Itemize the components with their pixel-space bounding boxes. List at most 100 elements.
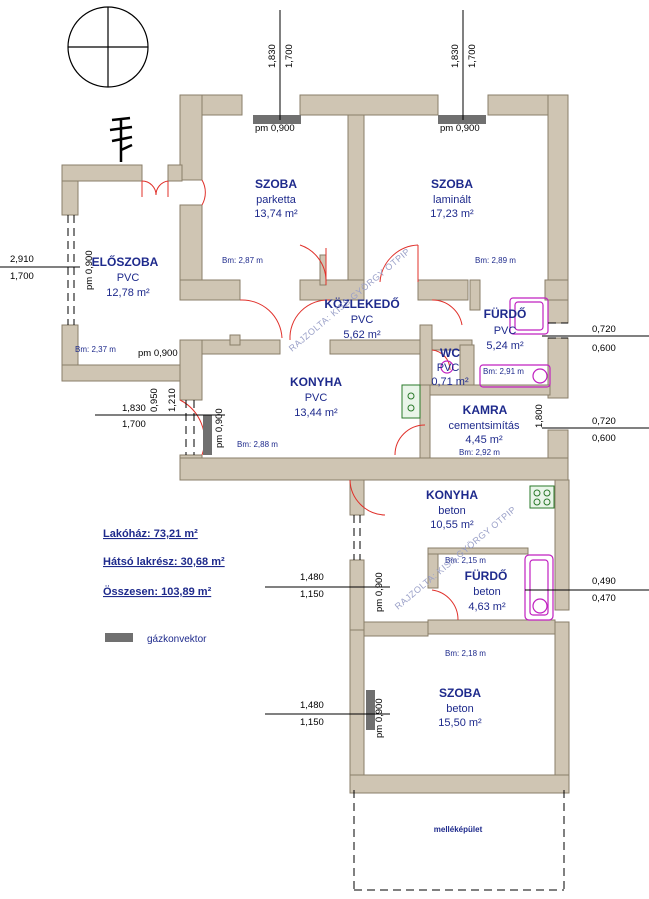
- room-height: Bm: 2,92 m: [459, 448, 500, 457]
- room-material: PVC: [305, 392, 328, 404]
- room-szoba1: SZOBA parketta 13,74 m² Bm: 2,87 m: [222, 177, 298, 265]
- stove-icon: [401, 384, 421, 419]
- room-area: 5,62 m²: [343, 329, 381, 341]
- room-konyha2: KONYHA beton 10,55 m²: [426, 488, 478, 531]
- room-material: PVC: [437, 362, 460, 374]
- room-area: 5,24 m²: [486, 340, 524, 352]
- pm-eloszoba: pm 0,900: [84, 250, 95, 290]
- room-name: ELŐSZOBA: [92, 254, 159, 269]
- dim-kamra-top: 0,720: [592, 416, 616, 427]
- bathtub-icon: [479, 364, 551, 388]
- room-name: KONYHA: [426, 488, 478, 502]
- dim-furdo1-top: 0,720: [592, 324, 616, 335]
- room-material: parketta: [256, 194, 297, 206]
- room-height: Bm: 2,37 m: [75, 345, 116, 354]
- room-area: 0,71 m²: [431, 376, 469, 388]
- pm-eloszoba-lower: pm 0,900: [138, 348, 178, 359]
- room-kamra: KAMRA cementsimítás 4,45 m² Bm: 2,92 m: [449, 403, 520, 457]
- legend-swatch: [105, 633, 133, 642]
- dim-szoba2-bottom: 1,700: [467, 44, 478, 68]
- toilet-icon: [440, 360, 454, 374]
- room-eloszoba: ELŐSZOBA PVC 12,78 m² Bm: 2,37 m: [75, 254, 159, 354]
- dim-szoba3-top: 1,480: [300, 700, 324, 711]
- summary-lakohaz: Lakóház: 73,21 m²: [103, 528, 198, 540]
- room-area: 13,74 m²: [254, 208, 298, 220]
- room-material: PVC: [494, 325, 517, 337]
- pm-konyha2: pm 0,900: [374, 572, 385, 612]
- dim-konyha1-v1: 0,950: [149, 388, 160, 412]
- room-konyha1: KONYHA PVC 13,44 m² Bm: 2,88 m: [237, 375, 342, 449]
- room-name: FÜRDŐ: [484, 306, 527, 321]
- dim-kamra-v: 1,800: [534, 404, 545, 428]
- gas-convectors: [203, 115, 486, 730]
- room-height: Bm: 2,87 m: [222, 256, 263, 265]
- room-area: 4,63 m²: [468, 601, 506, 613]
- pm-konyha1: pm 0,900: [214, 408, 225, 448]
- summary-osszesen: Összesen: 103,89 m²: [103, 585, 212, 598]
- room-material: laminált: [433, 194, 471, 206]
- room-name: KONYHA: [290, 375, 342, 389]
- dim-furdo2-top: 0,490: [592, 576, 616, 587]
- room-material: cementsimítás: [449, 420, 520, 432]
- room-height: Bm: 2,18 m: [445, 649, 486, 658]
- room-material: PVC: [117, 272, 140, 284]
- room-szoba3: Bm: 2,18 m SZOBA beton 15,50 m²: [438, 649, 486, 729]
- room-material: beton: [473, 586, 501, 598]
- annex-label: melléképület: [434, 825, 483, 834]
- stove-icon-2: [529, 485, 555, 509]
- dim-konyha1-top: 1,830: [122, 403, 146, 414]
- dim-szoba3-bottom: 1,150: [300, 717, 324, 728]
- room-area: 10,55 m²: [430, 519, 474, 531]
- room-height: Bm: 2,15 m: [445, 556, 486, 565]
- room-material: beton: [446, 703, 474, 715]
- room-area: 13,44 m²: [294, 407, 338, 419]
- pm-szoba2: pm 0,900: [440, 123, 480, 134]
- dim-szoba2-top: 1,830: [450, 44, 461, 68]
- room-name: WC: [440, 346, 460, 360]
- room-height: Bm: 2,91 m: [483, 367, 524, 376]
- room-name: FÜRDŐ: [465, 568, 508, 583]
- room-furdo1: FÜRDŐ PVC 5,24 m² Bm: 2,91 m: [483, 306, 526, 376]
- room-wc: WC PVC 0,71 m²: [431, 346, 469, 388]
- room-area: 17,23 m²: [430, 208, 474, 220]
- room-name: KAMRA: [463, 403, 508, 417]
- room-height: Bm: 2,89 m: [475, 256, 516, 265]
- room-name: SZOBA: [439, 686, 481, 700]
- dim-furdo1-bottom: 0,600: [592, 343, 616, 354]
- room-material: beton: [438, 505, 466, 517]
- dimension-lines: [0, 10, 649, 715]
- room-name: SZOBA: [255, 177, 297, 191]
- window-dashes: [67, 215, 568, 891]
- doors: [141, 179, 463, 621]
- compass-icon: [67, 6, 149, 88]
- room-area: 12,78 m²: [106, 287, 150, 299]
- room-area: 4,45 m²: [465, 434, 503, 446]
- room-furdo2: Bm: 2,15 m FÜRDŐ beton 4,63 m²: [445, 556, 507, 613]
- dim-konyha1-bottom: 1,700: [122, 419, 146, 430]
- bathtub-icon-2: [524, 554, 554, 621]
- dim-kamra-bottom: 0,600: [592, 433, 616, 444]
- fixtures: [401, 297, 555, 621]
- legend-label: gázkonvektor: [147, 634, 207, 645]
- room-name: KÖZLEKEDŐ: [324, 296, 399, 311]
- room-name: SZOBA: [431, 177, 473, 191]
- bathtub-icon: [509, 297, 549, 335]
- dim-szoba1-top: 1,830: [267, 44, 278, 68]
- walls: [61, 94, 570, 794]
- dim-eloszoba-bottom: 1,700: [10, 271, 34, 282]
- summary-hatso: Hátsó lakrész: 30,68 m²: [103, 556, 225, 568]
- dim-eloszoba-top: 2,910: [10, 254, 34, 265]
- room-material: PVC: [351, 314, 374, 326]
- dim-szoba1-bottom: 1,700: [284, 44, 295, 68]
- dim-furdo2-bottom: 0,470: [592, 593, 616, 604]
- room-area: 15,50 m²: [438, 717, 482, 729]
- entrance-stairs-icon: [109, 116, 133, 162]
- pm-szoba3: pm 0,900: [374, 698, 385, 738]
- pm-szoba1: pm 0,900: [255, 123, 295, 134]
- dim-konyha2-bottom: 1,150: [300, 589, 324, 600]
- dim-konyha1-v2: 1,210: [167, 388, 178, 412]
- room-kozlekedo: KÖZLEKEDŐ PVC 5,62 m²: [324, 296, 399, 341]
- room-szoba2: SZOBA laminált 17,23 m² Bm: 2,89 m: [430, 177, 516, 265]
- dim-konyha2-top: 1,480: [300, 572, 324, 583]
- room-height: Bm: 2,88 m: [237, 440, 278, 449]
